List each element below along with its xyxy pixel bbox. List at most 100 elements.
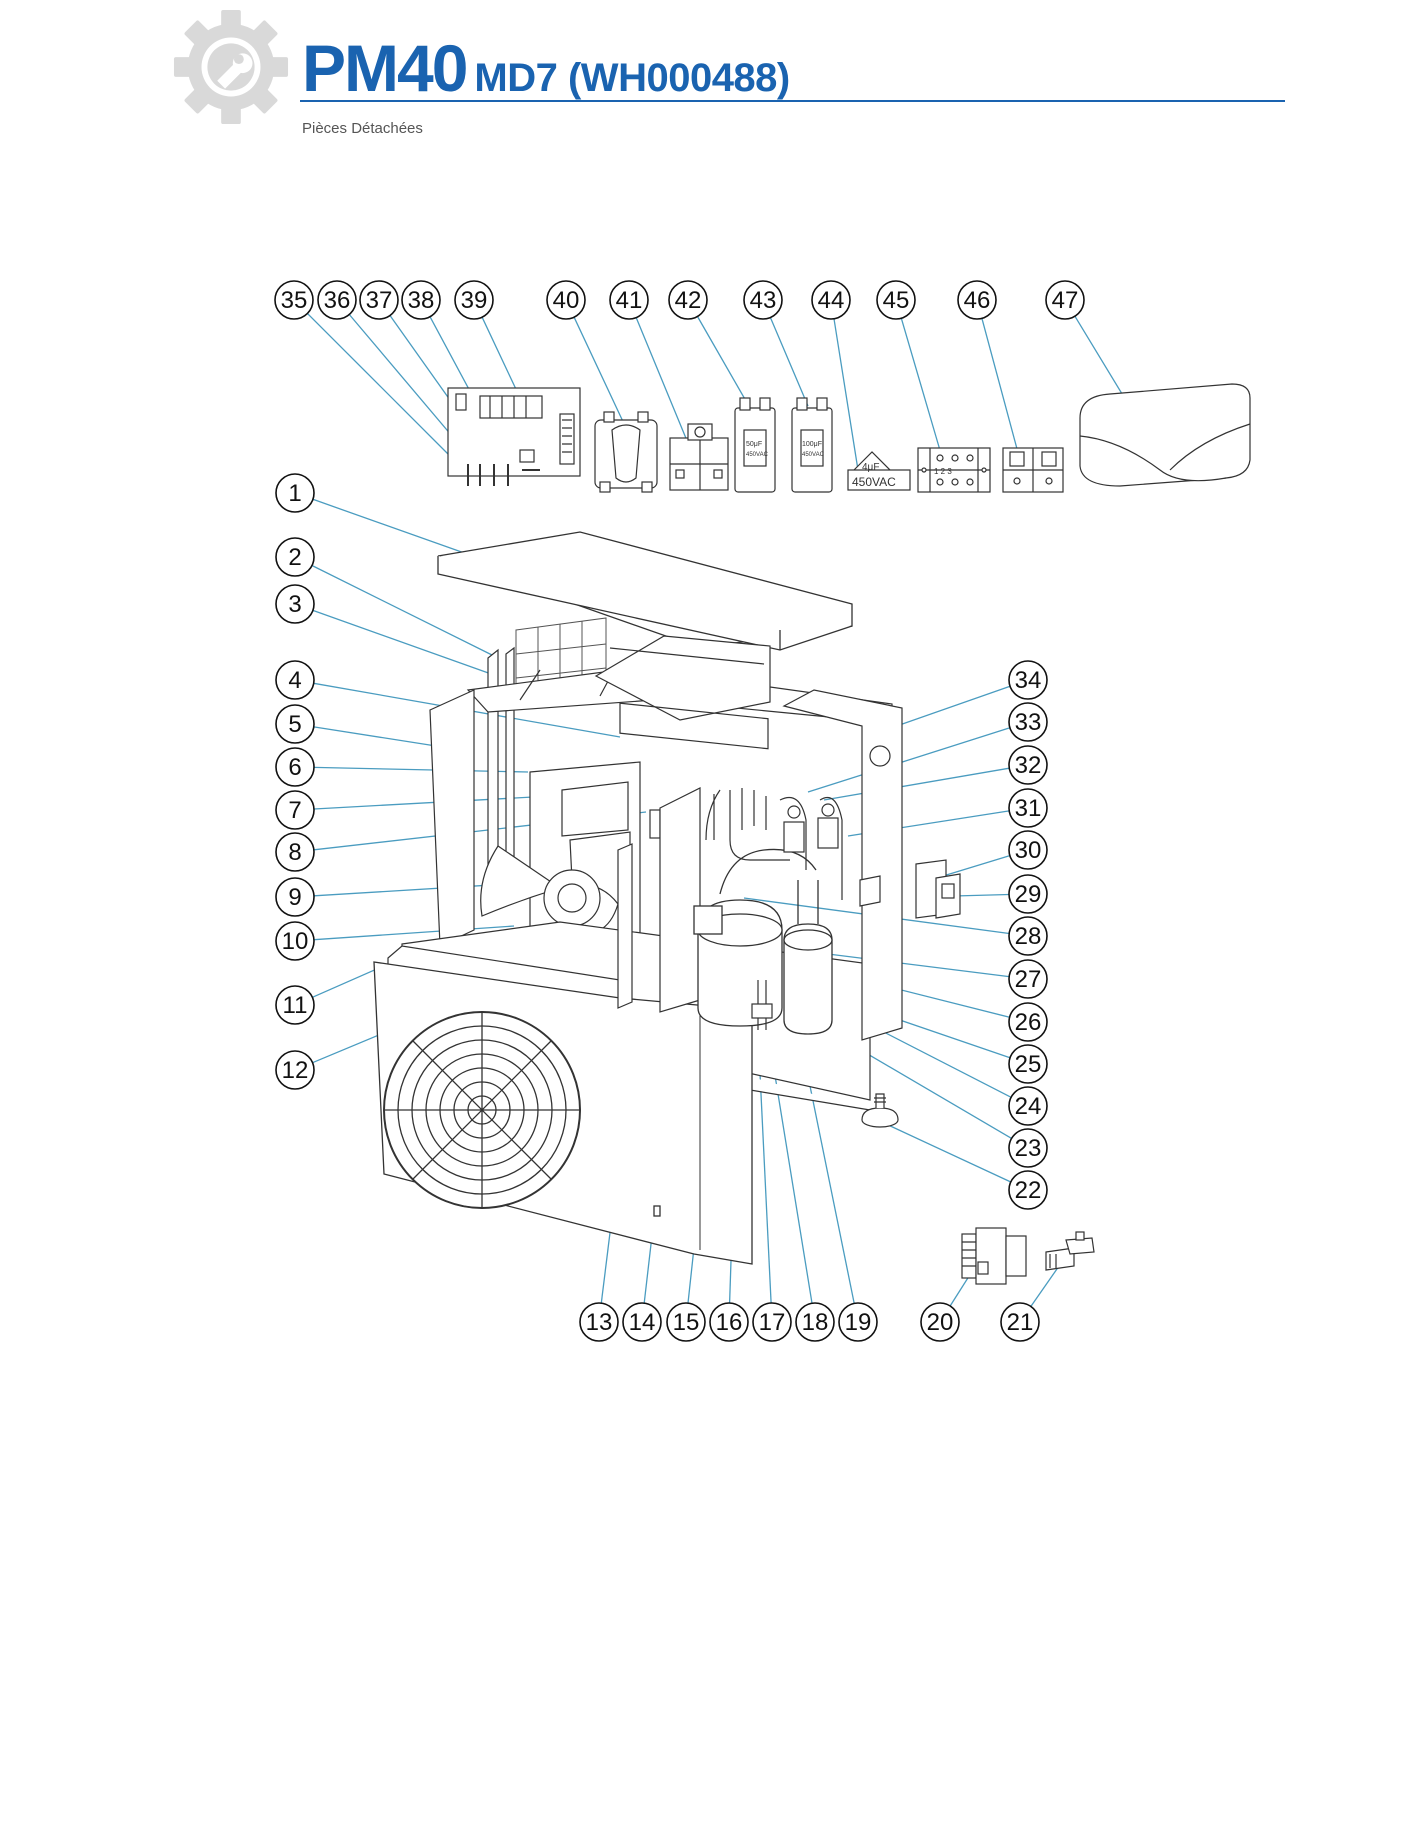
callout-number-31: 31 — [1015, 795, 1042, 822]
callout-number-15: 15 — [673, 1309, 700, 1336]
callout-47: 47 — [1045, 280, 1085, 320]
callout-number-35: 35 — [281, 287, 308, 314]
model-name: PM40 — [302, 31, 468, 105]
callout-circle-13 — [579, 1302, 619, 1342]
callout-42: 42 — [668, 280, 708, 320]
callout-circle-22 — [1008, 1170, 1048, 1210]
leader-line-33 — [807, 727, 1011, 793]
part-42-capacitor: 50μF 450VAC — [734, 397, 776, 493]
part-47-cover — [1079, 383, 1251, 487]
leader-line-35 — [306, 312, 463, 469]
callout-circle-6 — [275, 747, 315, 787]
callout-30: 30 — [1008, 830, 1048, 870]
callout-circle-36 — [317, 280, 357, 320]
callout-number-10: 10 — [282, 928, 309, 955]
callout-circle-27 — [1008, 959, 1048, 999]
leader-line-22 — [885, 1123, 1012, 1183]
callout-number-16: 16 — [716, 1309, 743, 1336]
callout-number-24: 24 — [1015, 1093, 1042, 1120]
callout-4: 4 — [275, 660, 315, 700]
callout-number-20: 20 — [927, 1309, 954, 1336]
capacitor-44-rating: 4μF — [862, 462, 879, 473]
callout-number-44: 44 — [818, 287, 845, 314]
callout-number-17: 17 — [759, 1309, 786, 1336]
callout-number-9: 9 — [288, 884, 301, 911]
callout-32: 32 — [1008, 745, 1048, 785]
leader-line-3 — [312, 609, 495, 676]
callout-number-26: 26 — [1015, 1009, 1042, 1036]
callout-number-38: 38 — [408, 287, 435, 314]
callout-circle-18 — [795, 1302, 835, 1342]
capacitor-44-voltage: 450VAC — [852, 475, 896, 489]
callout-number-7: 7 — [288, 797, 301, 824]
callout-number-29: 29 — [1015, 881, 1042, 908]
callout-number-42: 42 — [675, 287, 702, 314]
callout-18: 18 — [795, 1302, 835, 1342]
callout-number-5: 5 — [288, 711, 301, 738]
callout-circle-2 — [275, 537, 315, 577]
leader-line-10 — [313, 925, 515, 941]
callout-26: 26 — [1008, 1002, 1048, 1042]
callout-43: 43 — [743, 280, 783, 320]
callout-number-27: 27 — [1015, 966, 1042, 993]
callout-17: 17 — [752, 1302, 792, 1342]
leader-line-17 — [757, 1031, 772, 1304]
callout-number-30: 30 — [1015, 837, 1042, 864]
callout-39: 39 — [454, 280, 494, 320]
callout-circle-25 — [1008, 1044, 1048, 1084]
callout-20: 20 — [920, 1302, 960, 1342]
callout-circle-11 — [275, 985, 315, 1025]
leader-line-42 — [696, 316, 751, 409]
callout-16: 16 — [709, 1302, 749, 1342]
callout-number-12: 12 — [282, 1057, 309, 1084]
callout-number-11: 11 — [283, 992, 308, 1019]
part-29-30-display — [915, 859, 961, 919]
callout-23: 23 — [1008, 1128, 1048, 1168]
callout-number-41: 41 — [616, 287, 643, 314]
part-34-right-panel — [782, 689, 903, 1041]
callout-number-18: 18 — [802, 1309, 829, 1336]
capacitor-43-voltage: 450VAC — [802, 452, 825, 458]
callout-circle-32 — [1008, 745, 1048, 785]
callout-circle-28 — [1008, 916, 1048, 956]
leader-line-46 — [981, 318, 1021, 461]
callout-35: 35 — [274, 280, 314, 320]
leader-line-5 — [313, 726, 437, 747]
callout-45: 45 — [876, 280, 916, 320]
part-15-compressor — [693, 848, 817, 1027]
callout-circle-33 — [1008, 702, 1048, 742]
model-variant: MD7 (WH000488) — [474, 56, 790, 100]
callout-6: 6 — [275, 747, 315, 787]
callout-circle-43 — [743, 280, 783, 320]
callout-14: 14 — [622, 1302, 662, 1342]
leader-line-19 — [809, 1085, 855, 1304]
callout-number-33: 33 — [1015, 709, 1042, 736]
part-5-side-panel — [429, 689, 475, 947]
part-21-elbow — [1045, 1231, 1095, 1271]
callout-circle-5 — [275, 704, 315, 744]
part-44-capacitor: 4μF 450VAC — [847, 451, 911, 491]
callout-46: 46 — [957, 280, 997, 320]
callout-circle-26 — [1008, 1002, 1048, 1042]
callout-number-36: 36 — [324, 287, 351, 314]
callout-circle-41 — [609, 280, 649, 320]
callout-number-4: 4 — [288, 667, 301, 694]
callout-circle-38 — [401, 280, 441, 320]
callout-circle-45 — [876, 280, 916, 320]
callout-8: 8 — [275, 832, 315, 872]
callout-number-43: 43 — [750, 287, 777, 314]
callout-circle-40 — [546, 280, 586, 320]
leader-line-27 — [827, 953, 1010, 978]
callout-circle-23 — [1008, 1128, 1048, 1168]
callout-21: 21 — [1000, 1302, 1040, 1342]
callout-44: 44 — [811, 280, 851, 320]
callout-circle-19 — [838, 1302, 878, 1342]
callout-circle-14 — [622, 1302, 662, 1342]
callout-25: 25 — [1008, 1044, 1048, 1084]
callout-3: 3 — [275, 584, 315, 624]
callout-2: 2 — [275, 537, 315, 577]
leader-line-45 — [900, 318, 945, 465]
callout-circle-24 — [1008, 1086, 1048, 1126]
callout-number-2: 2 — [288, 544, 301, 571]
